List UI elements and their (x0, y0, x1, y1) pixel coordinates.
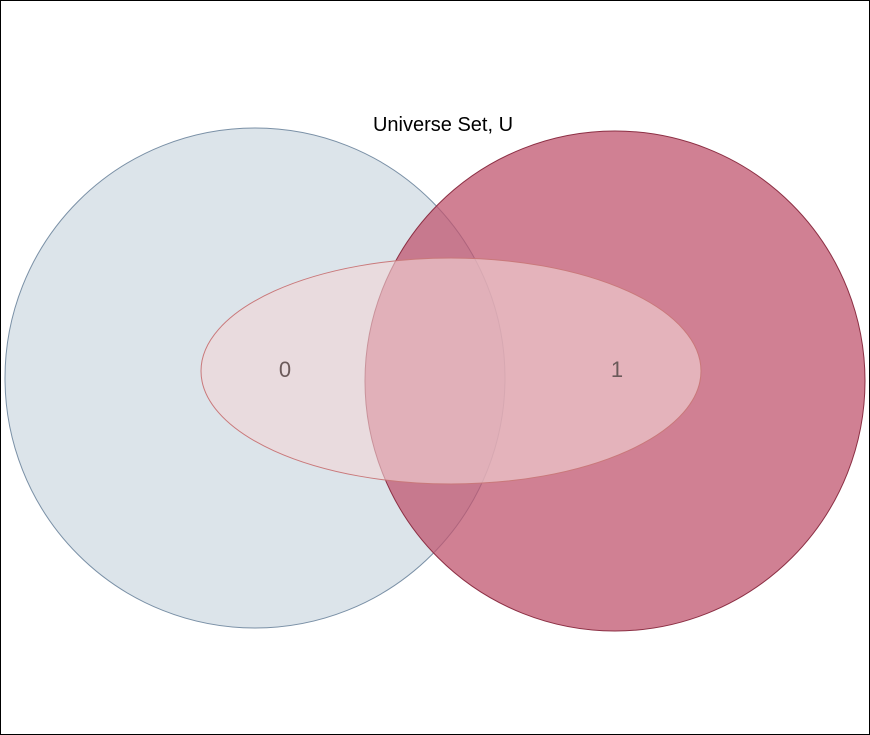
center-set-ellipse (200, 257, 702, 485)
region-label-right: 1 (611, 357, 623, 382)
region-label-left: 0 (279, 357, 291, 382)
diagram-title: Universe Set, U (373, 114, 513, 136)
